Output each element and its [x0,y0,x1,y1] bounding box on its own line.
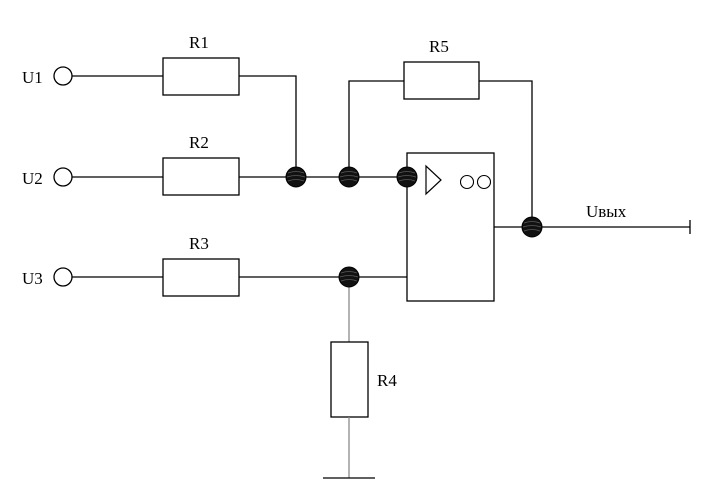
labels: U1 U2 U3 R1 R2 R3 R4 R5 Uвых [22,33,627,390]
junctions [285,166,543,288]
label-output: Uвых [586,202,627,221]
resistor-r4 [330,341,369,418]
terminal-u3 [53,267,73,287]
wire-node-r5 [348,80,404,176]
label-r5: R5 [429,37,449,56]
resistor-r2 [162,157,240,196]
label-r2: R2 [189,133,209,152]
feedback-r5-branch [348,61,533,227]
resistor-r1 [162,57,240,96]
junction-r5-inverting [338,166,360,188]
resistor-r3 [162,258,240,297]
input-u2-branch [53,157,407,196]
junction-opamp-inverting-input [396,166,418,188]
label-u3: U3 [22,269,43,288]
junction-r3-r4 [338,266,360,288]
wire-r1-node [239,75,297,176]
junction-output [521,216,543,238]
label-r4: R4 [377,371,397,390]
label-u2: U2 [22,169,43,188]
opamp-body [406,152,495,302]
label-r3: R3 [189,234,209,253]
junction-r1-r2 [285,166,307,188]
triangle-right-icon [425,164,442,196]
label-r1: R1 [189,33,209,52]
label-u1: U1 [22,68,43,87]
opamp [406,152,495,302]
opamp-mark-circle-left-icon [459,174,475,190]
r4-ground-branch [323,277,375,479]
terminal-u1 [53,66,73,86]
input-u1-branch [53,57,297,176]
terminal-u2 [53,167,73,187]
wire-r5-output [479,80,533,227]
resistor-r5 [403,61,480,100]
input-u3-branch [53,258,407,297]
opamp-mark-circle-right-icon [476,174,492,190]
